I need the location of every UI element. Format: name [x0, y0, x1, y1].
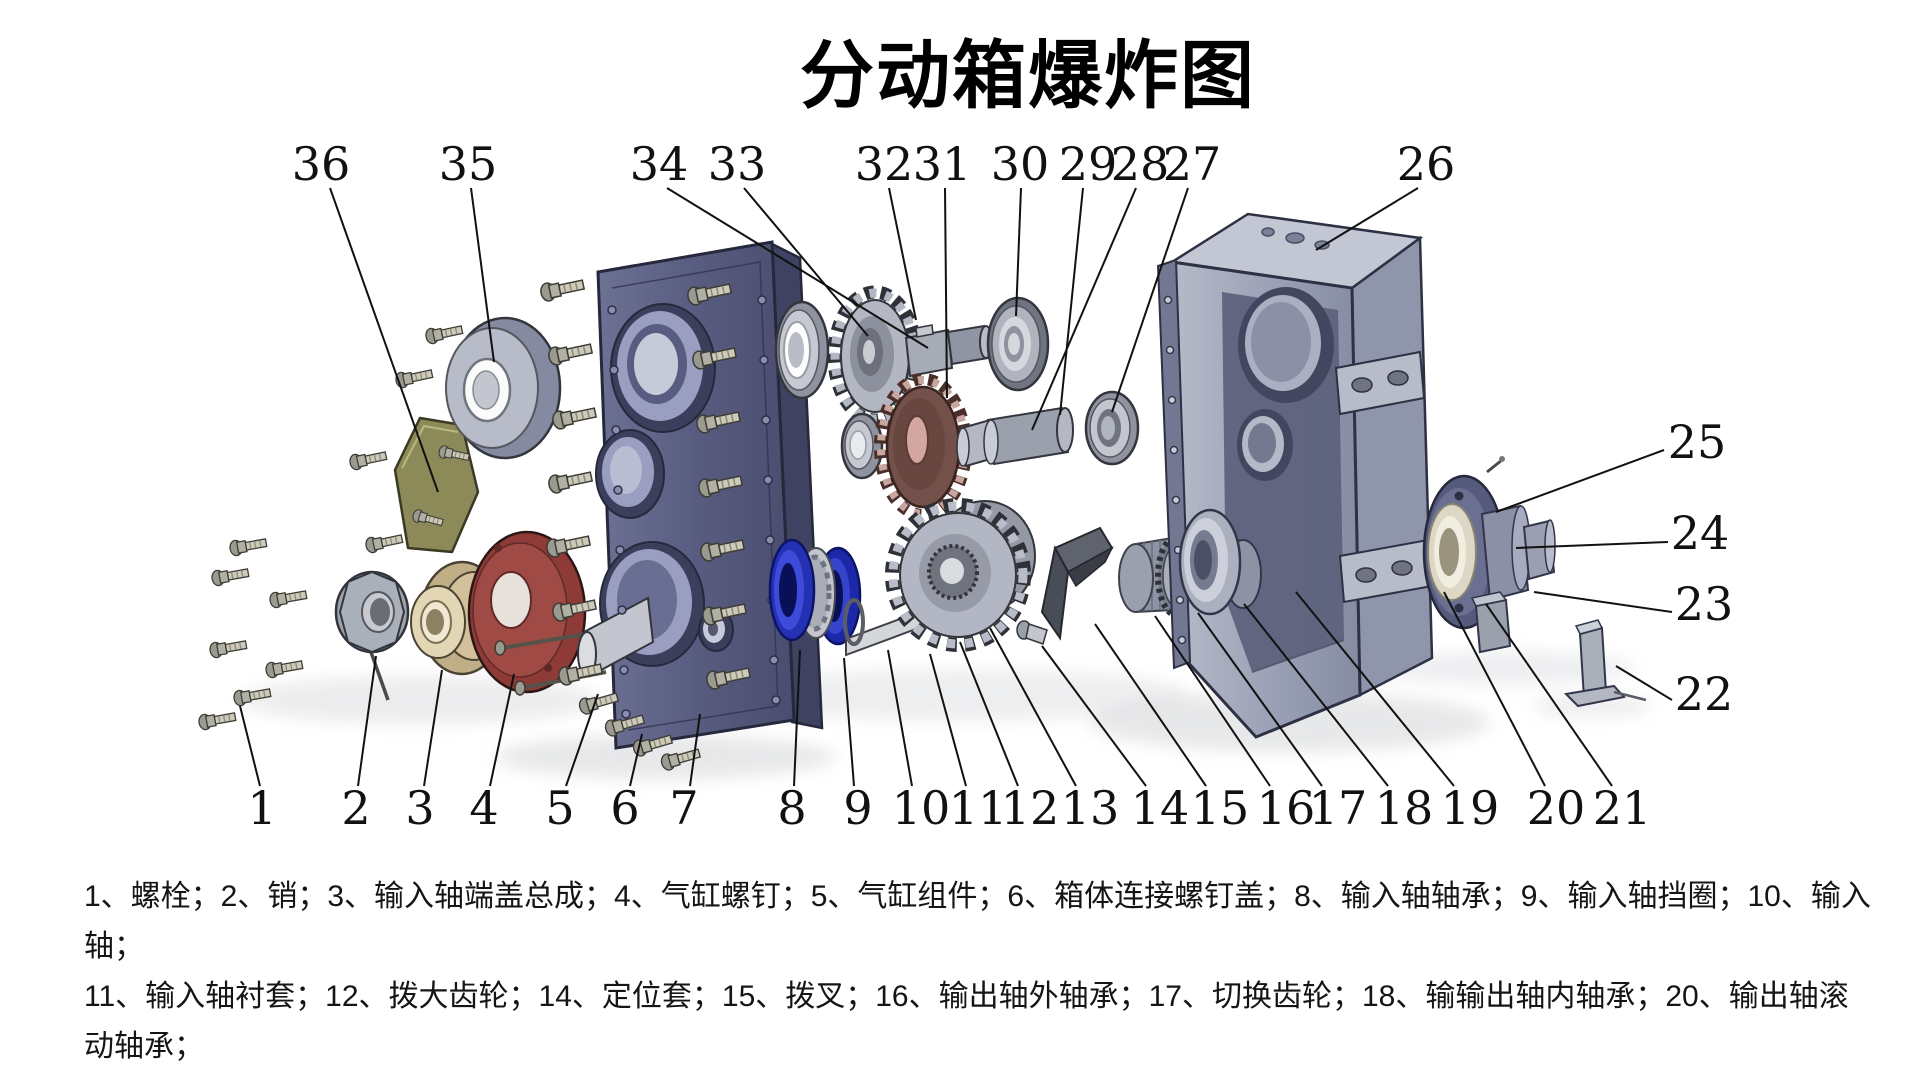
leader-line-30 [1015, 187, 1022, 317]
upper-large-bearing [986, 296, 1050, 392]
leader-line-22 [1615, 665, 1673, 701]
parts-legend: 1、螺栓；2、销；3、输入轴端盖总成；4、气缸螺钉；5、气缸组件；6、箱体连接螺… [84, 872, 1874, 1080]
leader-line-21 [1485, 603, 1613, 787]
legend-line-3: 21、小导向套；22、护罩；23、连接板螺钉；25、输出轴端盖总成；26、箱体；… [84, 1072, 1874, 1080]
part-number-24: 24 [1671, 506, 1730, 560]
leader-line-35 [470, 187, 495, 363]
part-number-27: 27 [1163, 137, 1222, 191]
part-number-30: 30 [991, 137, 1050, 191]
part-number-35: 35 [439, 137, 498, 191]
output-end-cover-assembly [1422, 456, 1556, 654]
leader-line-34 [666, 187, 929, 349]
leader-line-24 [1515, 541, 1669, 549]
part-number-5: 5 [545, 781, 574, 835]
leader-line-11 [929, 653, 967, 787]
leader-line-15 [1094, 623, 1207, 787]
part-number-12: 12 [1001, 781, 1060, 835]
leader-line-5 [565, 693, 599, 787]
leader-line-32 [888, 187, 917, 321]
retaining-ring [843, 598, 865, 646]
leader-line-27 [1111, 187, 1189, 413]
leader-line-18 [1243, 603, 1389, 787]
part-number-21: 21 [1593, 781, 1652, 835]
guard-bracket [1563, 619, 1647, 708]
part-number-26: 26 [1397, 137, 1456, 191]
part-number-11: 11 [949, 781, 1008, 835]
second-shaft-cylinder [956, 406, 1074, 468]
blue-input-bearing [768, 538, 862, 646]
leader-line-19 [1295, 591, 1455, 787]
part-number-32: 32 [855, 137, 914, 191]
part-number-20: 20 [1527, 781, 1586, 835]
leader-line-25 [1495, 449, 1665, 513]
upper-bearing [774, 300, 830, 400]
output-roller-bearing [1178, 508, 1262, 616]
gray-end-cover-ring [445, 316, 562, 460]
leader-line-36 [329, 187, 439, 493]
part-number-16: 16 [1257, 781, 1316, 835]
part-number-1: 1 [247, 781, 276, 835]
part-number-15: 15 [1191, 781, 1250, 835]
second-shaft-bearing [1084, 390, 1140, 466]
part-number-6: 6 [610, 781, 639, 835]
leader-line-9 [843, 657, 855, 787]
leader-line-26 [1315, 187, 1419, 251]
part-number-34: 34 [630, 137, 689, 191]
legend-line-1: 1、螺栓；2、销；3、输入轴端盖总成；4、气缸螺钉；5、气缸组件；6、箱体连接螺… [84, 880, 1871, 963]
hex-nut [334, 570, 410, 654]
part-number-31: 31 [913, 137, 972, 191]
part-number-28: 28 [1111, 137, 1170, 191]
leader-line-33 [743, 187, 869, 337]
coral-gear [874, 373, 972, 521]
part-number-33: 33 [708, 137, 767, 191]
shift-gear-pair [885, 498, 1036, 652]
leader-line-8 [793, 649, 801, 787]
housing-box [1156, 212, 1434, 739]
leader-line-16 [1154, 615, 1271, 787]
leader-line-23 [1533, 591, 1673, 613]
part-number-9: 9 [843, 781, 872, 835]
part-number-17: 17 [1309, 781, 1368, 835]
leader-line-20 [1443, 591, 1546, 787]
part-number-22: 22 [1675, 667, 1734, 721]
part-number-8: 8 [777, 781, 806, 835]
legend-line-2: 11、输入轴衬套；12、拨大齿轮；14、定位套；15、拨叉；16、输出轴外轴承；… [84, 980, 1849, 1063]
part-number-18: 18 [1375, 781, 1434, 835]
leader-line-31 [944, 187, 948, 399]
exploded-view-diagram: 3635343332313029282726252423221234567891… [197, 137, 1734, 835]
leader-line-29 [1059, 187, 1084, 416]
leader-line-12 [959, 641, 1019, 787]
part-number-19: 19 [1441, 781, 1500, 835]
leader-line-2 [357, 655, 377, 787]
leader-line-17 [1197, 612, 1323, 787]
part-number-25: 25 [1668, 415, 1727, 469]
leader-line-4 [489, 673, 515, 787]
part-number-7: 7 [669, 781, 698, 835]
shift-fork [1040, 526, 1114, 641]
leader-line-7 [689, 713, 701, 787]
leader-line-3 [423, 669, 443, 787]
spline-sleeve [904, 324, 993, 378]
leader-line-13 [989, 627, 1077, 787]
page-title: 分动箱爆炸图 [800, 34, 1256, 117]
positioning-pin [1016, 620, 1048, 645]
part-number-23: 23 [1675, 577, 1734, 631]
part-number-14: 14 [1131, 781, 1190, 835]
part-number-4: 4 [469, 781, 498, 835]
part-number-29: 29 [1059, 137, 1118, 191]
small-bearing [840, 412, 884, 480]
part-number-3: 3 [405, 781, 434, 835]
part-number-13: 13 [1061, 781, 1120, 835]
part-number-36: 36 [292, 137, 351, 191]
leader-line-28 [1031, 187, 1137, 431]
leader-line-1 [239, 705, 261, 787]
part-number-2: 2 [341, 781, 370, 835]
part-number-10: 10 [892, 781, 951, 835]
leader-line-10 [887, 649, 913, 787]
leader-line-6 [629, 733, 643, 787]
leader-line-14 [1041, 645, 1147, 787]
